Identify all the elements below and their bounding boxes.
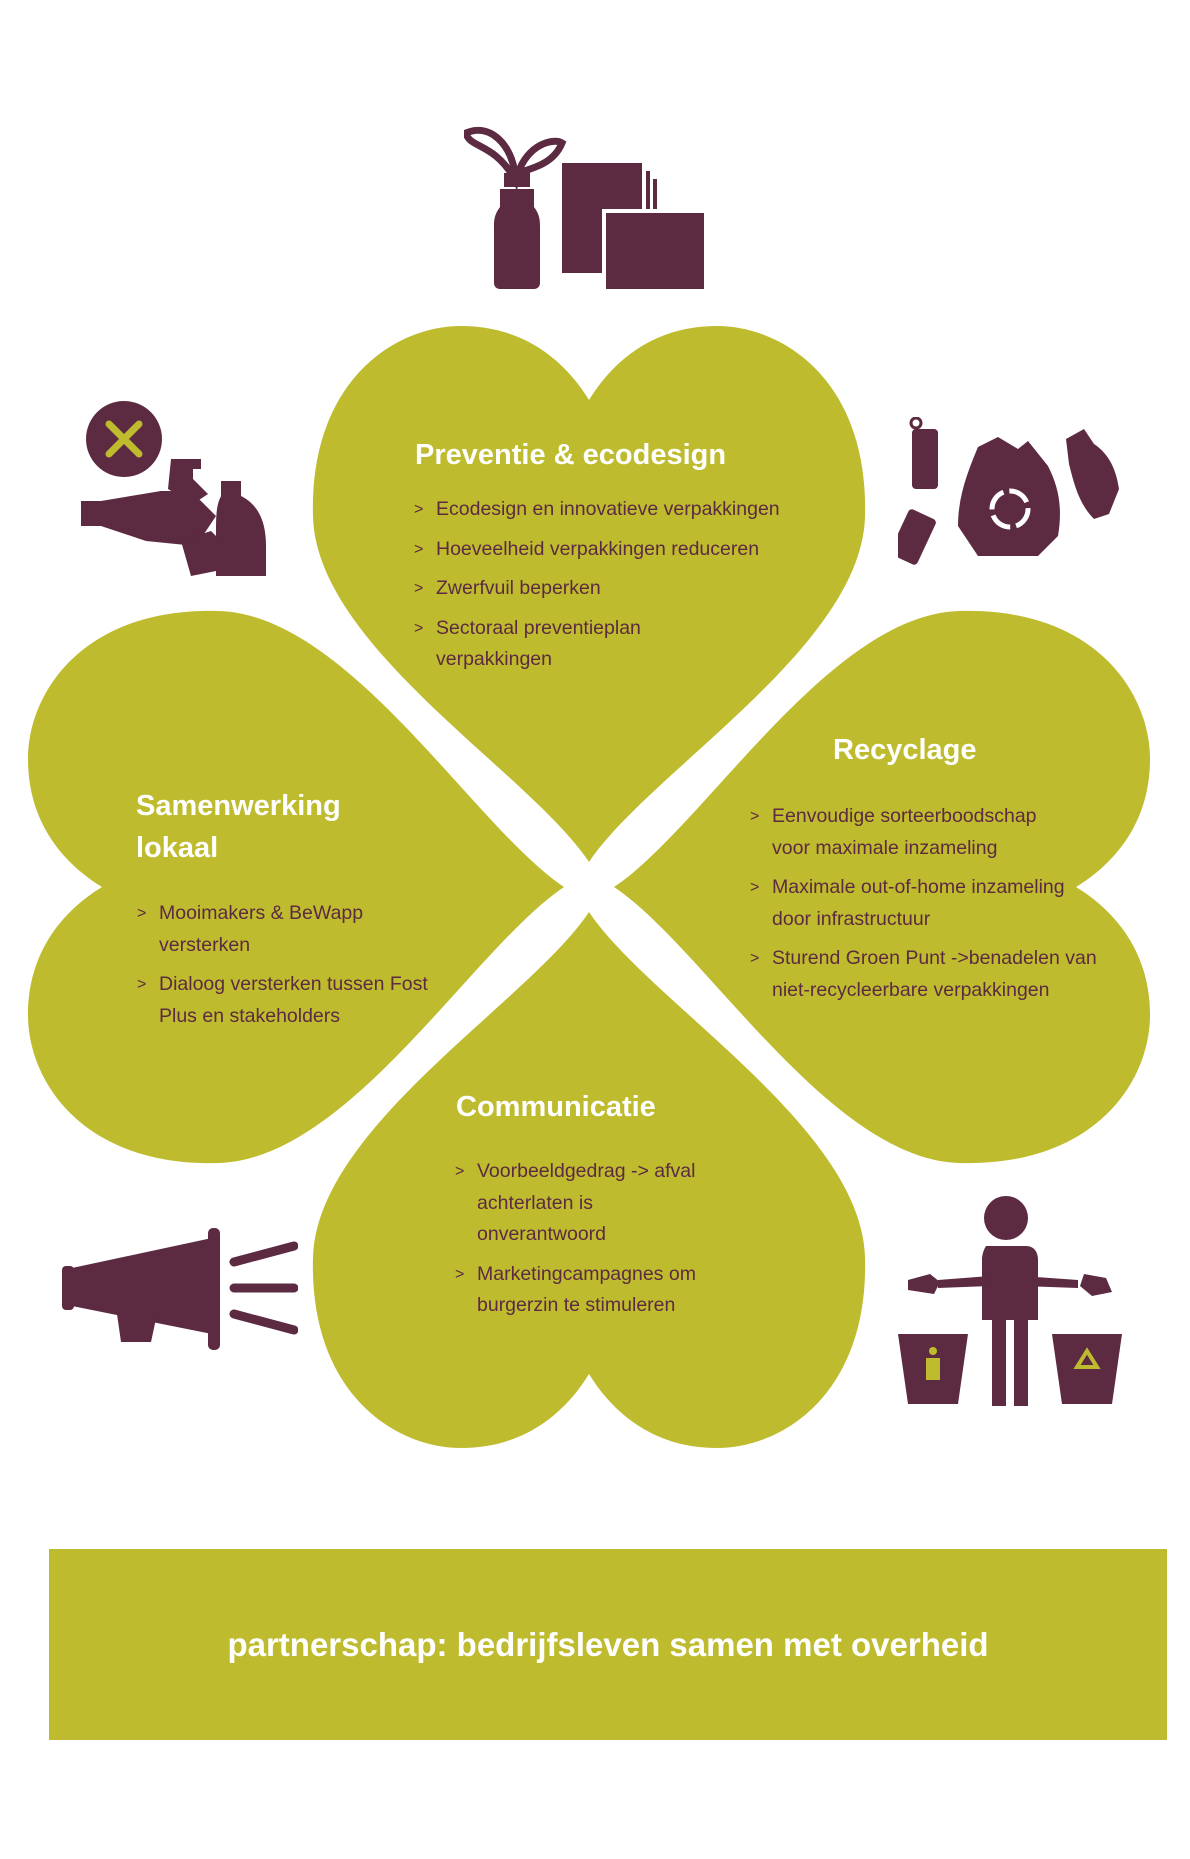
list-item: >Sectoraal preventieplan verpakkingen [414,616,641,671]
samenwerking-list: >Mooimakers & BeWapp versterken >Dialoog… [137,898,428,1040]
megaphone-icon [62,1228,298,1350]
communicatie-list: >Voorbeeldgedrag -> afval achterlaten is… [455,1156,755,1330]
leaf-title-samenwerking: Samenwerking lokaal [136,790,341,864]
list-item: >Ecodesign en innovatieve verpakkingen [414,498,780,520]
banner-text: partnerschap: bedrijfsleven samen met ov… [227,1625,989,1663]
litter-prohibited-icon [81,401,266,576]
list-item: >Mooimakers & BeWapp versterken [137,902,364,956]
preventie-list: >Ecodesign en innovatieve verpakkingen >… [414,494,834,684]
list-item: >Sturend Groen Punt ->benadelen van niet… [750,947,1097,1001]
partnership-banner: partnerschap: bedrijfsleven samen met ov… [49,1549,1167,1740]
list-item: >Marketingcampagnes om burgerzin te stim… [455,1262,696,1317]
leaf-title-communicatie: Communicatie [456,1091,656,1123]
list-item: >Eenvoudige sorteerboodschap voor maxima… [750,805,1037,859]
list-item: >Voorbeeldgedrag -> afval achterlaten is… [455,1160,696,1245]
leaf-title-preventie: Preventie & ecodesign [415,439,727,471]
leaf-title-recyclage: Recyclage [833,734,977,766]
recyclage-list: >Eenvoudige sorteerboodschap voor maxima… [750,801,1130,1014]
recycling-waste-icon [898,417,1119,565]
list-item: >Zwerfvuil beperken [414,577,601,599]
ecodesign-packaging-icon [464,127,708,293]
list-item: >Hoeveelheid verpakkingen reduceren [414,537,760,560]
list-item: >Maximale out-of-home inzameling door in… [750,876,1065,930]
sorting-bins-person-icon [898,1196,1122,1406]
list-item: >Dialoog versterken tussen Fost Plus en … [137,973,428,1027]
